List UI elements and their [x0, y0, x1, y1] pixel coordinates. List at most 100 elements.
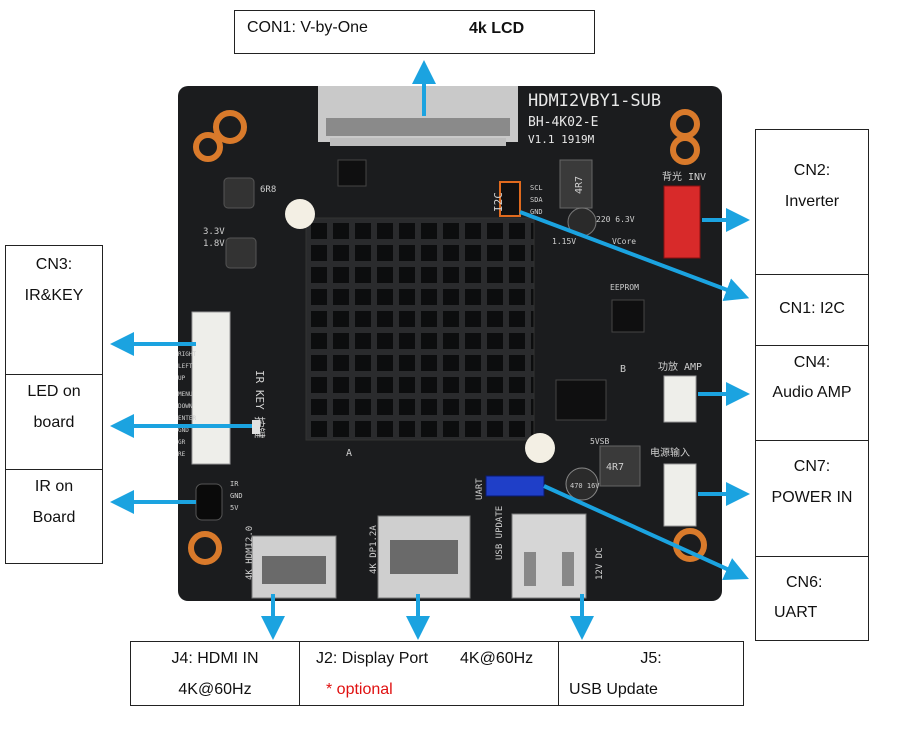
rail-label: 1.8V — [203, 239, 225, 249]
callout-cn3: CN3: IR&KEY — [5, 245, 103, 375]
eeprom-label: EEPROM — [610, 283, 639, 292]
heatsink — [305, 217, 535, 441]
callout-j5: J5: USB Update — [558, 641, 744, 706]
j5-title: J5: — [640, 650, 662, 667]
cap-label: 220 6.3V — [596, 215, 635, 224]
inductor — [599, 445, 641, 487]
callout-cn1-i2c: CN1: I2C — [755, 274, 869, 346]
ir-pin: IR — [230, 480, 239, 488]
arrow-cn6 — [543, 484, 749, 580]
inductor-label: 4R7 — [606, 462, 624, 473]
power-silk: 电源输入 — [650, 446, 690, 459]
callout-j4: J4: HDMI IN 4K@60Hz — [130, 641, 300, 706]
j2-title: J2: Display Port — [316, 650, 429, 667]
key-label: DOWN — [178, 403, 193, 410]
callout-cn7: CN7: POWER IN — [755, 440, 869, 557]
dp-silk: 4K DP1.2A — [369, 525, 379, 574]
ir-line2: Board — [32, 509, 76, 526]
callout-cn2: CN2: Inverter — [755, 129, 869, 275]
callout-ir: IR on Board — [5, 469, 103, 564]
ir-pin: 5V — [230, 504, 239, 512]
standoff — [285, 199, 315, 229]
chip — [555, 379, 607, 421]
chip — [611, 299, 645, 333]
key-label: RIGHT — [178, 351, 196, 358]
ir-key-connector — [191, 311, 231, 465]
ir-pin: GND — [230, 492, 243, 500]
key-label: MENU — [178, 391, 193, 398]
cn3-desc: IR&KEY — [24, 287, 84, 304]
callout-cn4: CN4: Audio AMP — [755, 345, 869, 441]
i2c-pin: SDA — [530, 196, 543, 204]
j4-title: J4: HDMI IN — [171, 650, 259, 667]
callout-j2: J2: Display Port 4K@60Hz * optional — [299, 641, 559, 706]
cn4-title: CN4: — [793, 354, 831, 371]
cn7-desc: POWER IN — [771, 489, 853, 506]
cap-label: 470 16V — [570, 482, 600, 490]
key-label: GND — [178, 427, 189, 434]
vcore-label: VCore — [612, 237, 636, 246]
usb-port — [511, 513, 587, 599]
inductor — [559, 159, 593, 209]
dc-silk: 12V DC — [595, 547, 605, 580]
vbyone-connector — [318, 86, 518, 146]
cn6-title: CN6: — [786, 574, 823, 591]
callout-cn6: CN6: UART — [755, 556, 869, 641]
hdmi-silk: 4K HDMI2.0 — [245, 526, 255, 580]
standoff — [525, 433, 555, 463]
rail-label: 3.3V — [203, 227, 225, 237]
a-mark: A — [346, 448, 352, 459]
onboard-led — [252, 420, 260, 434]
sw-label: 5VSB — [590, 437, 609, 446]
uart-connector — [485, 475, 545, 497]
cn6-desc: UART — [774, 604, 818, 621]
capacitor — [565, 467, 599, 501]
usb-silk: USB UPDATE — [495, 506, 505, 560]
cn2-title: CN2: — [793, 162, 831, 179]
cn2-desc: Inverter — [784, 193, 840, 210]
j4-desc: 4K@60Hz — [178, 681, 252, 698]
con1-prefix: CON1: V-by-One — [247, 19, 368, 36]
inverter-connector — [663, 185, 701, 259]
key-label: RE — [178, 451, 186, 458]
cn1-i2c-label: CN1: I2C — [779, 300, 845, 317]
amp-silk: 功放 AMP — [658, 360, 702, 373]
amp-connector — [663, 375, 697, 423]
j5-desc: USB Update — [569, 681, 658, 698]
inductor-label: 4R7 — [574, 176, 585, 194]
board-version: V1.1 1919M — [528, 133, 595, 146]
con1-suffix: 4k LCD — [469, 20, 525, 37]
chip — [337, 159, 367, 187]
arrow-cn1-i2c — [519, 210, 750, 302]
key-label: GR — [178, 439, 186, 446]
inductor-label: 6R8 — [260, 185, 276, 195]
i2c-silk: I2C — [492, 192, 505, 212]
key-label: UP — [178, 375, 186, 382]
i2c-pin: SCL — [530, 184, 543, 192]
board-model: HDMI2VBY1-SUB — [528, 91, 661, 111]
power-connector — [663, 463, 697, 527]
i2c-header — [499, 181, 521, 217]
led-line1: LED on — [27, 383, 81, 400]
callout-con1: CON1: V-by-One 4k LCD — [234, 10, 595, 54]
j2-freq: 4K@60Hz — [460, 650, 534, 667]
cn7-title: CN7: — [793, 458, 831, 475]
backlight-silk: 背光 INV — [662, 170, 706, 183]
ir-line1: IR on — [34, 478, 74, 495]
inductor — [225, 237, 257, 269]
key-label: LEFT — [178, 363, 193, 370]
board-part: BH-4K02-E — [528, 115, 598, 130]
callout-arrows — [110, 60, 750, 640]
uart-silk: UART — [475, 478, 485, 500]
inductor — [223, 177, 255, 209]
key-label: ENTER — [178, 415, 196, 422]
callout-led: LED on board — [5, 374, 103, 470]
j2-optional-note: * optional — [326, 681, 393, 698]
cn3-title: CN3: — [35, 256, 73, 273]
led-line2: board — [33, 414, 75, 431]
b-mark: B — [620, 364, 626, 375]
cn4-desc: Audio AMP — [772, 384, 852, 401]
rail-label: 1.15V — [552, 237, 576, 246]
i2c-pin: GND — [530, 208, 543, 216]
